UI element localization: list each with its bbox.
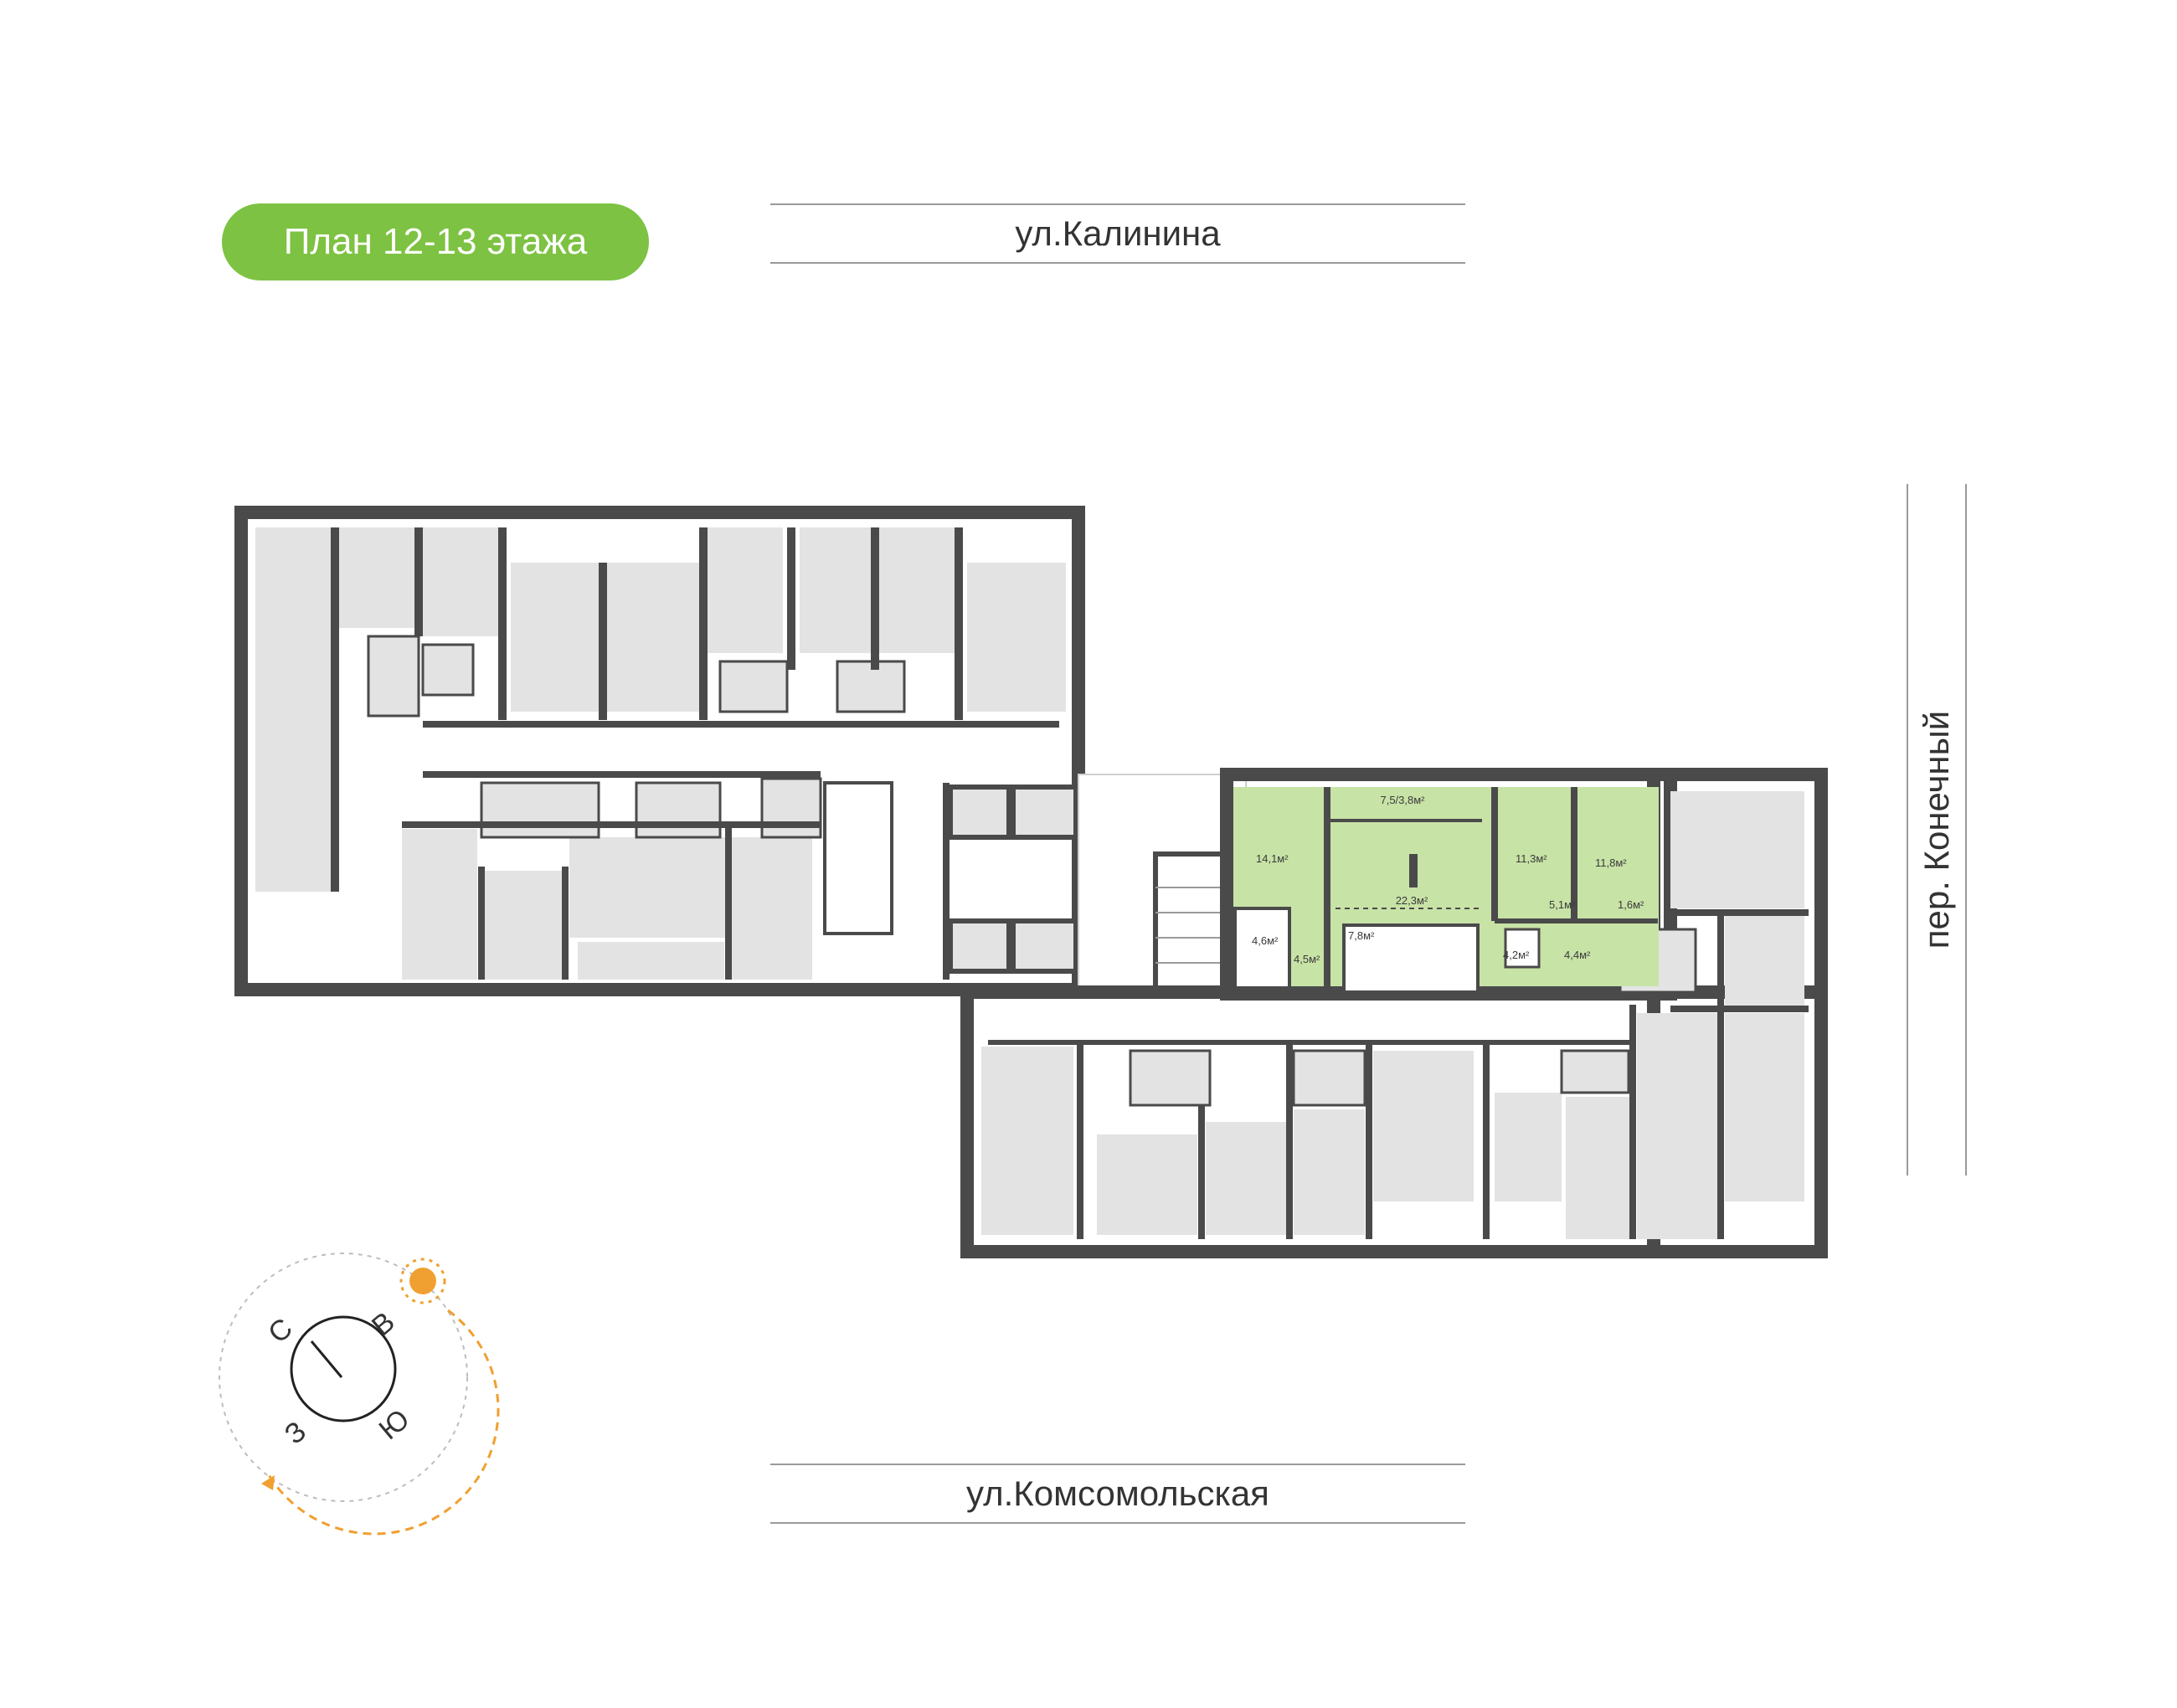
street-bottom-label: ул.Комсомольская <box>966 1474 1269 1513</box>
compass-dial <box>290 1315 397 1422</box>
room-area-storage: 1,6м² <box>1618 898 1644 911</box>
compass-needle <box>310 1340 343 1378</box>
room-area-bedroom-right: 11,8м² <box>1595 857 1627 869</box>
room-area-bedroom-mid: 11,3м² <box>1516 852 1547 865</box>
floor-plan-title: План 12-13 этажа <box>283 221 588 262</box>
room-area-corridor: 5,1м² <box>1549 898 1576 911</box>
street-right: пер. Конечный <box>1907 484 1967 1176</box>
floor-plan-title-badge: План 12-13 этажа <box>222 203 649 280</box>
highlighted-apartment: 7,5/3,8м² 14,1м² 22,3м² 11,3м² 11,8м² 7,… <box>1233 787 1659 994</box>
room-area-bath2: 4,5м² <box>1294 953 1320 965</box>
compass-west: З <box>279 1415 312 1450</box>
street-top: ул.Калинина <box>770 203 1465 264</box>
room-area-bedroom-left: 14,1м² <box>1256 852 1289 865</box>
core <box>1078 774 1247 995</box>
room-area-hall: 7,8м² <box>1348 929 1375 942</box>
compass-south: Ю <box>373 1403 416 1446</box>
compass-north: С <box>262 1312 298 1350</box>
street-top-label: ул.Калинина <box>1015 214 1221 253</box>
room-area-bath3: 4,2м² <box>1503 949 1530 961</box>
room-area-living: 22,3м² <box>1396 894 1428 907</box>
sun-path-arrow-icon <box>261 1475 275 1490</box>
sun-path <box>266 1309 500 1536</box>
compass: С В Ю З <box>219 1253 500 1536</box>
room-area-balcony: 7,5/3,8м² <box>1380 794 1425 806</box>
west-wing <box>234 506 1085 996</box>
east-wing <box>960 768 1828 1258</box>
room-area-wardrobe: 4,4м² <box>1564 949 1591 961</box>
street-bottom: ул.Комсомольская <box>770 1464 1465 1524</box>
room-area-bath1: 4,6м² <box>1252 934 1279 947</box>
sun-icon <box>409 1268 436 1294</box>
